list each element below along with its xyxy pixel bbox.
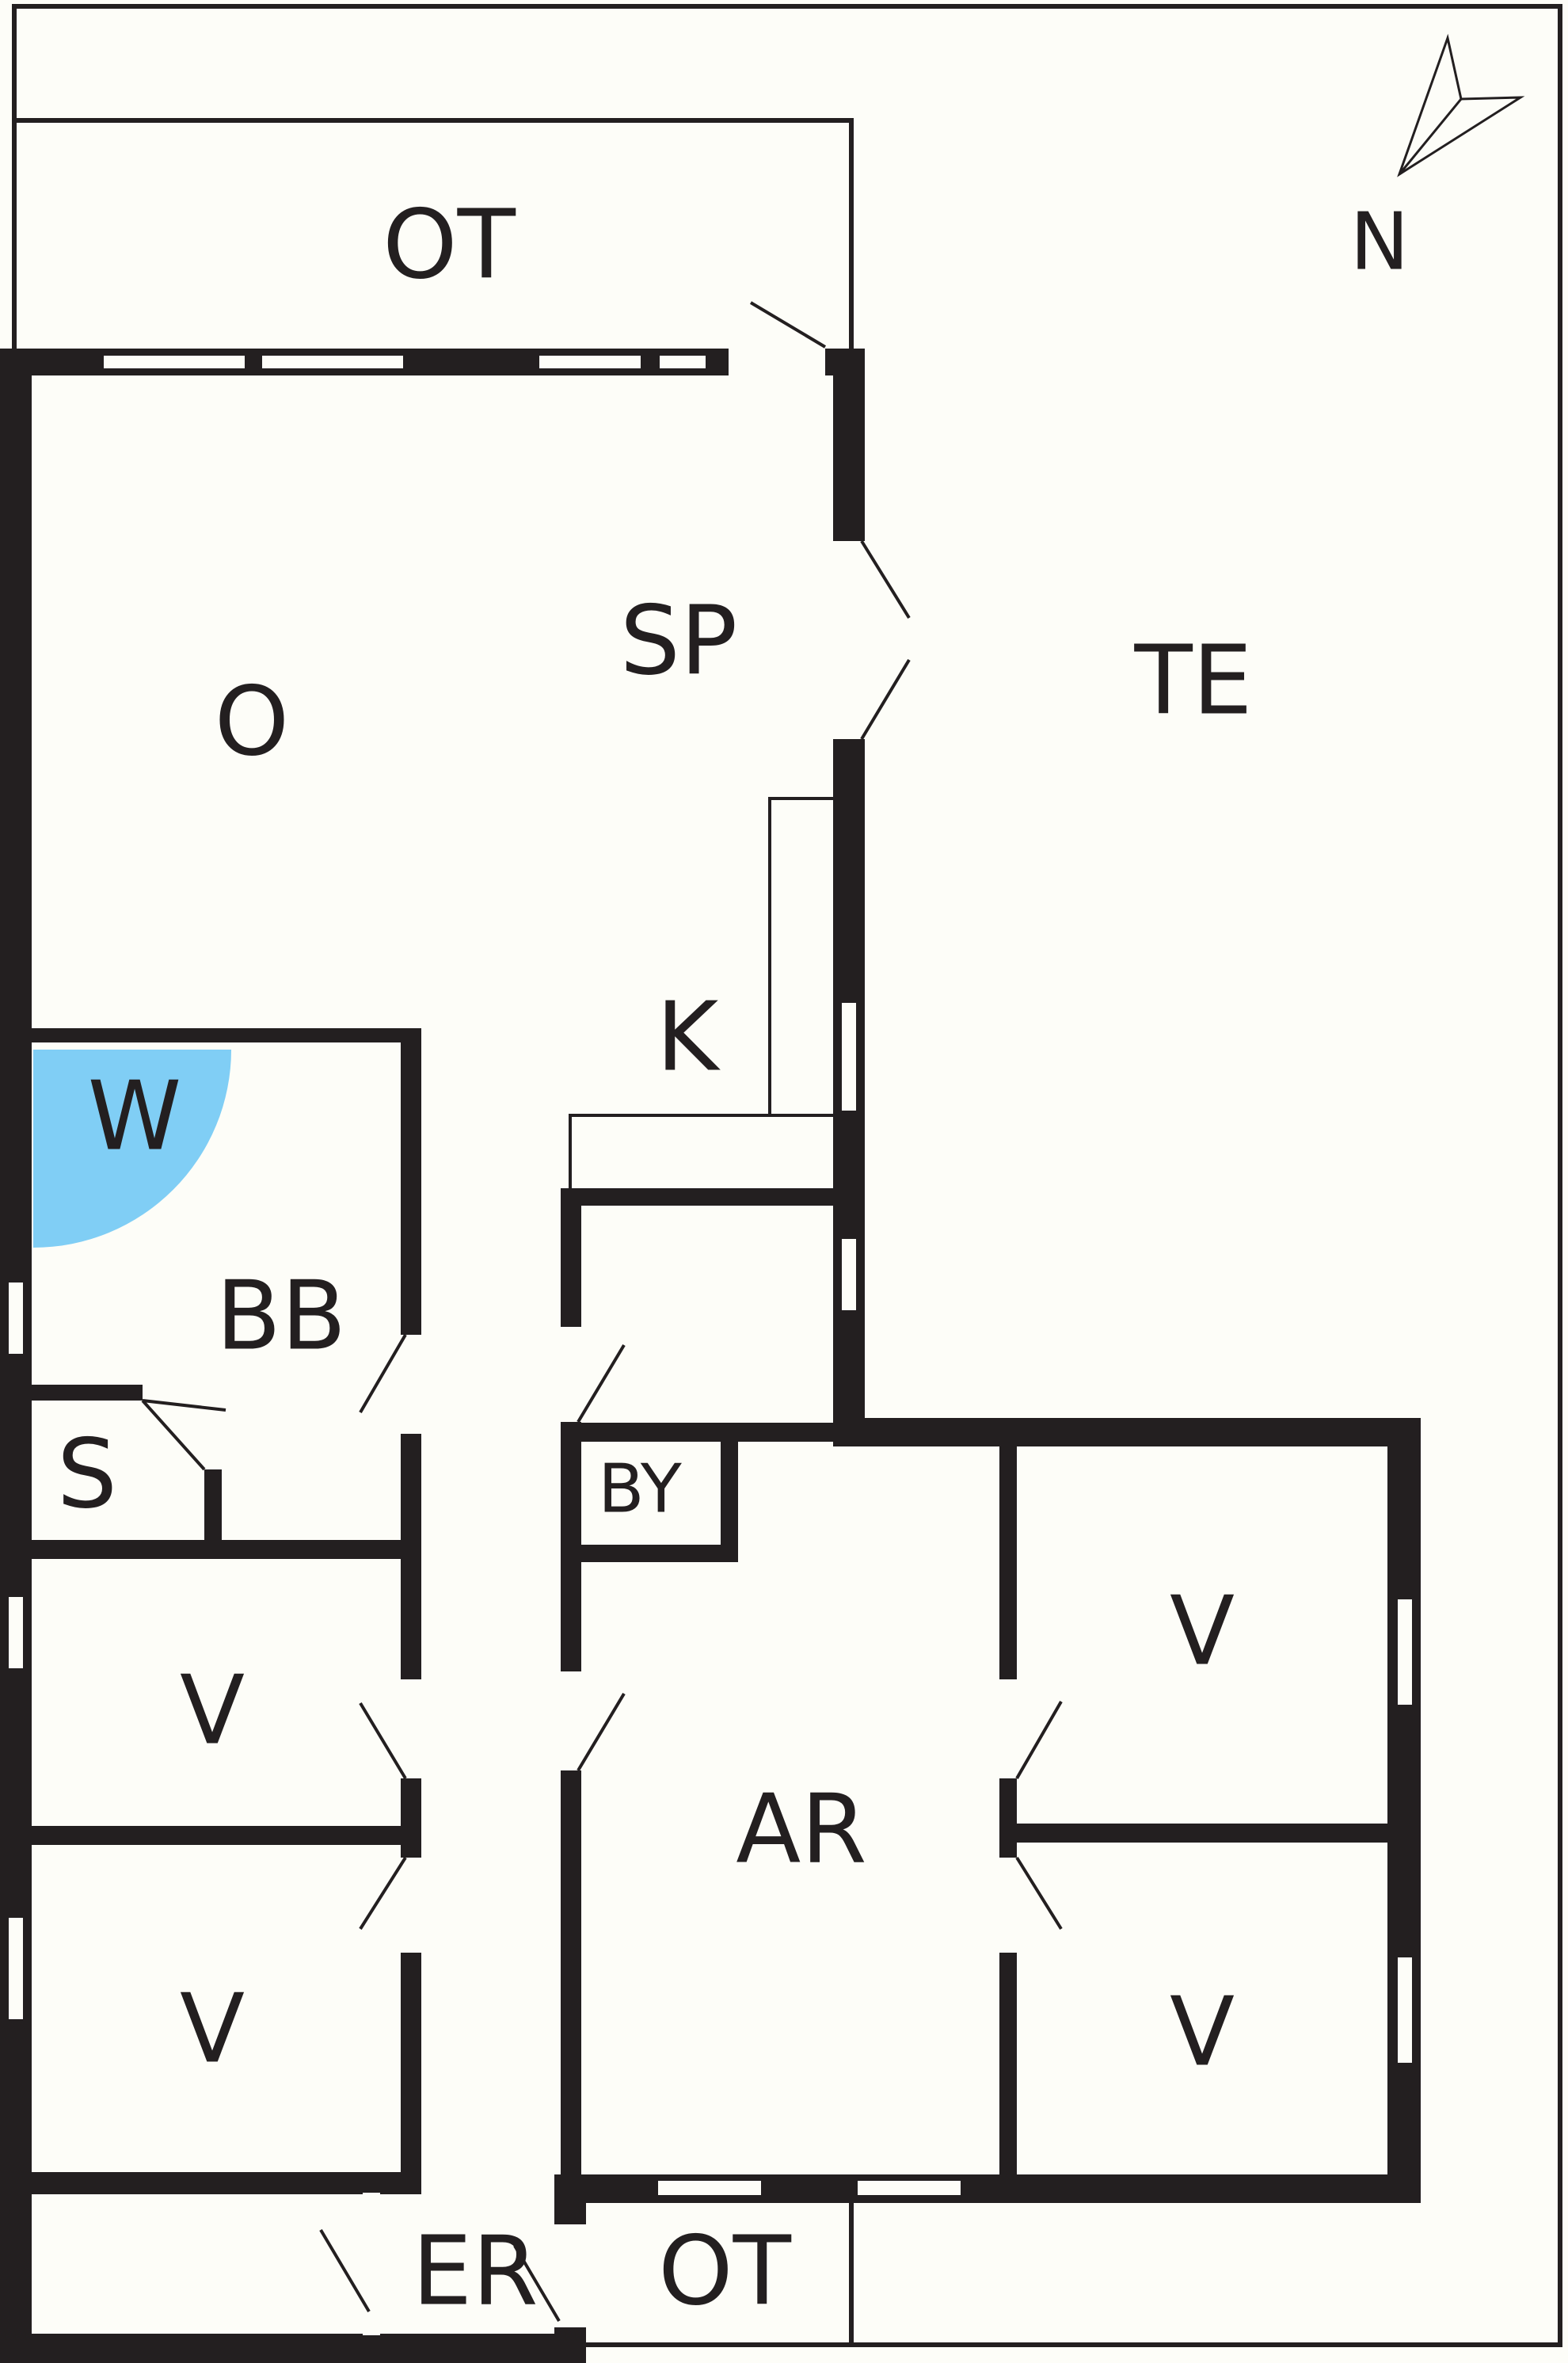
room-label-bb: BB [216, 1262, 347, 1372]
room-label-sp: SP [620, 587, 738, 697]
room-label-er: ER [412, 2217, 538, 2327]
room-label-ar: AR [736, 1775, 866, 1885]
door-swings [141, 301, 1063, 2323]
room-label-v-right-2: V [1170, 1978, 1235, 2088]
room-label-v-right-1: V [1170, 1577, 1235, 1687]
compass-label: N [1350, 196, 1410, 288]
door-gaps [363, 347, 1018, 2335]
room-label-te: TE [1133, 627, 1252, 737]
room-label-by: BY [598, 1450, 683, 1529]
compass-icon [1397, 33, 1525, 177]
room-label-ot-top: OT [382, 191, 516, 301]
room-label-w: W [88, 1062, 182, 1172]
kitchen-counters [569, 797, 833, 1188]
wet-area [33, 1050, 231, 1248]
room-label-s: S [57, 1420, 117, 1530]
room-label-v-left-2: V [180, 1975, 245, 2085]
walls [0, 349, 1421, 2363]
room-label-v-left-1: V [180, 1656, 245, 1767]
windows [7, 354, 1414, 2197]
room-label-ot-bottom: OT [658, 2217, 791, 2327]
room-label-o: O [215, 668, 289, 778]
room-label-k: K [657, 983, 721, 1093]
